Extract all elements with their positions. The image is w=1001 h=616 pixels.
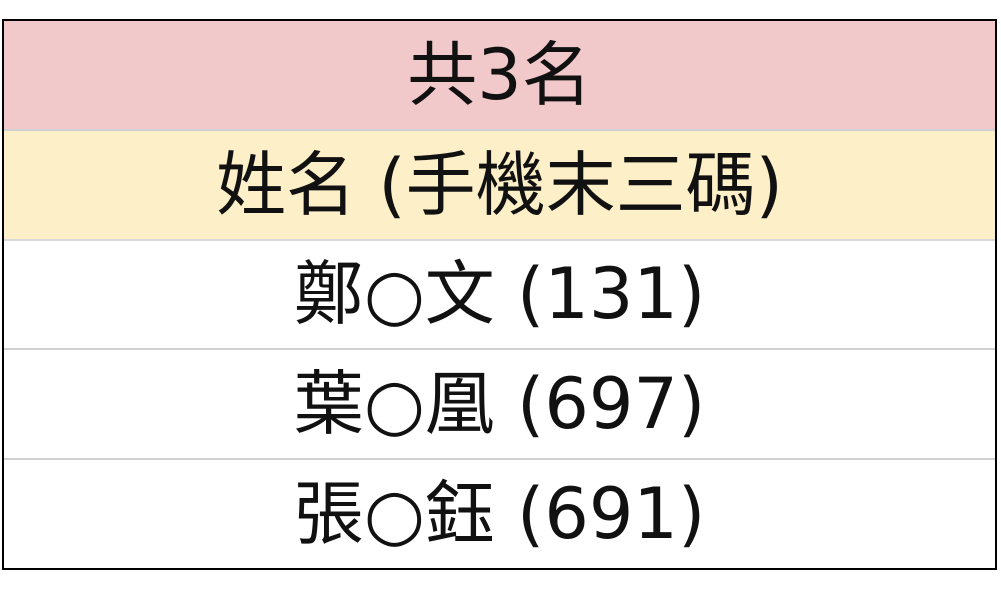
table-row: 張○鈺 (691)	[4, 458, 995, 568]
table-title: 共3名	[4, 21, 995, 129]
winner-table: 共3名 姓名 (手機末三碼) 鄭○文 (131) 葉○凰 (697) 張○鈺 (…	[2, 19, 997, 570]
table-row: 葉○凰 (697)	[4, 348, 995, 459]
table-header: 姓名 (手機末三碼)	[4, 128, 995, 239]
table-row: 鄭○文 (131)	[4, 238, 995, 349]
